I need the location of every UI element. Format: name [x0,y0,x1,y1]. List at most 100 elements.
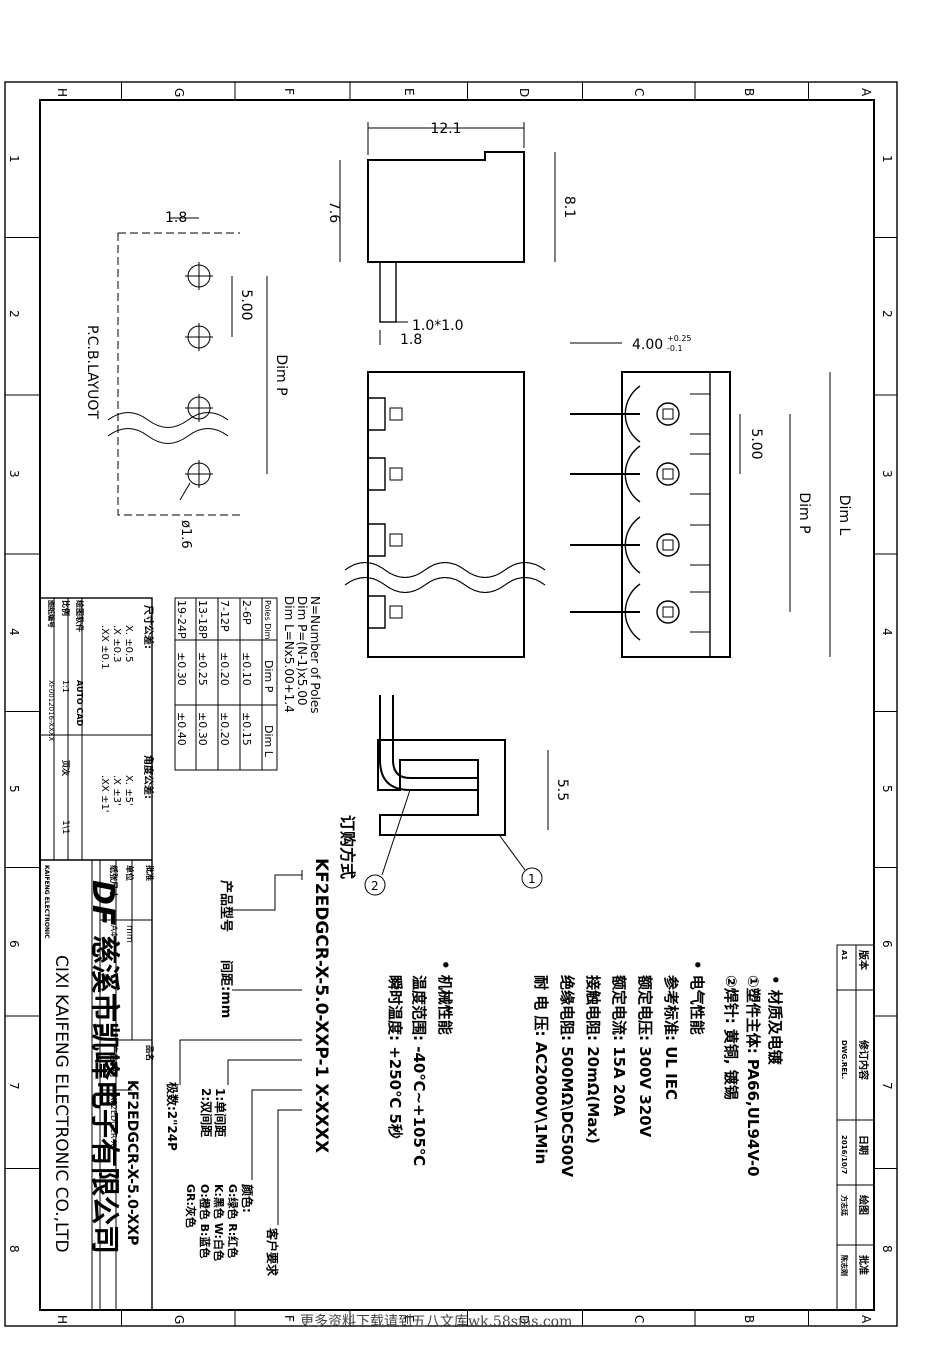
terminal-screw-slot [662,539,674,551]
side-pin-hole [389,605,403,619]
tol-table-cell: ±0.15 [240,712,253,746]
series-value: KF2EDGCR-X [109,1095,118,1147]
tol-table-cell: ±0.10 [240,652,253,686]
page-label: 页次 [61,760,71,776]
terminal-screw-slot [662,468,674,480]
pcb-pitch: 5.00 [238,289,254,320]
electric-title: • 电气性能 [688,960,706,1035]
callout-1: 1 [528,872,536,886]
drawing-no: XF0012016-XXXX [47,680,55,742]
front-dim-l: Dim L [836,495,852,536]
revision-header: 版本 [857,950,870,971]
zone-letter-bottom: F [282,1315,296,1322]
tol-table-cell: 7-12P [218,600,231,632]
pin-tol-plus: +0.25 [667,334,692,343]
arrow-product: 产品型号 [218,880,234,932]
tol-dim-1: X. ±0.5 [123,625,134,663]
tol-ang-title: 角度公差: [142,755,155,799]
zone-letter-bottom: E [402,1315,416,1323]
terminal-clamp [624,516,641,574]
zone-number-left: 3 [7,470,21,478]
company-cn: 慈溪市凯峰电子有限公司 [88,935,122,1254]
zone-number-left: 2 [7,310,21,318]
approve-label: 批准 [145,865,155,881]
side-pin-hole [389,407,403,421]
tol-table-cell: 2-6P [240,600,253,625]
side-pin-hole [389,467,403,481]
tol-dim-2: .X ±0.3 [111,625,122,663]
tol-table-header: Dim P [262,660,275,693]
color-title: 颜色: [240,1184,255,1213]
pin-tol-minus: -0.1 [667,344,683,353]
terminal-clamp [624,583,641,641]
dim-pin-offset: 1.8 [400,332,422,348]
zone-number-left: 6 [7,940,21,948]
unit-label: 单位 [125,865,135,881]
zone-number-right: 5 [880,785,894,793]
pcb-offset: 1.8 [165,210,187,226]
electric-line: 额定电流: 15A 20A [610,975,628,1117]
tol-table-header: Poles Dim [263,600,272,640]
revision-header: 批准 [857,1255,870,1275]
tol-table-cell: 13-18P [196,600,209,639]
arrow-poles: 极数:2"24P [165,1082,180,1151]
arrow-pitch: 间距:mm [218,960,234,1018]
terminal-clamp [624,445,641,503]
electric-line: 接触电阻: 20mΩ(Max) [584,975,602,1144]
zone-letter-top: A [859,88,873,97]
tol-table-cell: ±0.20 [218,712,231,746]
terminal-screw [656,402,680,426]
tol-dim-3: .XX ±0.1 [99,625,110,669]
side-pin [368,457,386,491]
revision-value: A1 [840,950,848,960]
side-view [344,371,546,658]
pcb-hole: ø1.6 [178,520,193,549]
electric-line: 耐 电 压: AC2000V\1Min [532,975,550,1164]
draw-label: 绘图软件 [75,600,85,632]
formula-line-1: N=Number of Poles [308,596,322,714]
draw-value: AUTO CAD [75,680,84,727]
dim-pin-size: 1.0*1.0 [412,318,464,334]
terminal-screw [656,462,680,486]
paper-value: A4 [108,925,118,937]
color-line-2: K:黑色 W:白色 [212,1184,226,1261]
front-view: 4.00 +0.25 -0.1 5.00 Dim P Dim L [570,334,852,658]
electric-line: 额定电压: 300V 320V [636,975,654,1138]
company-logo: DF [85,880,120,926]
tol-table-cell: ±0.25 [196,652,209,686]
terminal-screw [656,533,680,557]
ordering-block: 订购方式 KF2EDGCR-X-5.0-XXP-1 X-XXXX 产品型号 间距… [165,815,357,1277]
revision-header: 日期 [857,1135,870,1155]
zone-number-left: 7 [7,1082,21,1090]
specs-block: • 材质及电镀 ①塑件主体: PA66,UL94V-0 ②焊针: 黄铜, 镀锡 … [386,960,784,1177]
side-pin [368,523,386,557]
material-1: ①塑件主体: PA66,UL94V-0 [744,975,762,1177]
footer-watermark: 更多资料下载请到五八文库wk.58sms.com [300,1314,573,1330]
terminal-screw-slot [662,408,674,420]
section-dim: 5.5 [554,779,570,801]
drawing-no-label: 图纸编号 [47,600,56,628]
ordering-title: 订购方式 [338,815,357,879]
name-label: 品名 [145,1045,155,1061]
zone-number-left: 5 [7,785,21,793]
front-dim-p: Dim P [796,492,812,533]
revision-value: 2016/10/7 [840,1135,848,1174]
pcb-label: P.C.B.LAYUOT [84,325,100,419]
series-label: 产品系列 [109,1045,119,1077]
zone-number-left: 8 [7,1245,21,1253]
tol-table-cell: ±0.30 [175,652,188,686]
tol-ang-2: .X ±3' [111,775,122,806]
zone-number-right: 1 [880,155,894,163]
color-line-4: GR:灰色 [184,1184,198,1228]
zone-number-left: 1 [7,155,21,163]
front-pitch: 5.00 [748,428,764,459]
zone-number-right: 3 [880,470,894,478]
tol-ang-1: X. ±5' [123,775,134,806]
zone-letter-bottom: G [172,1315,186,1324]
zone-number-right: 7 [880,1082,894,1090]
revision-value: DWG.REL. [840,1040,848,1079]
tol-table-cell: ±0.30 [196,712,209,746]
